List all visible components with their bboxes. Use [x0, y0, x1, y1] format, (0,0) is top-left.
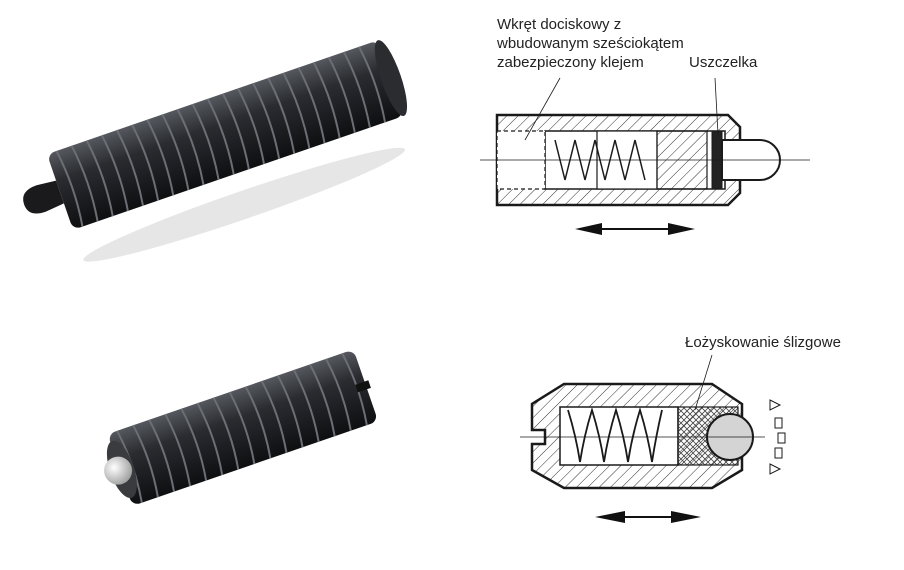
thread-rib [260, 380, 288, 454]
movement-arrow-bottom [595, 511, 701, 523]
photo-spring-plunger-top [23, 40, 408, 262]
thread-rib [132, 424, 159, 498]
thread-rib [191, 103, 220, 180]
thread-rib [252, 82, 281, 160]
thread-rib [55, 150, 84, 227]
section-drawing-top [480, 77, 810, 207]
thread-rib [297, 67, 326, 144]
thread-rib [180, 408, 208, 481]
thread-rib [206, 98, 235, 175]
label-sliding-bearing: Łożyskowanie ślizgowe [685, 334, 841, 351]
thread-rib [358, 46, 387, 123]
photo-ball-plunger-bottom [104, 351, 377, 504]
thread-rib [85, 140, 114, 217]
thread-rib [164, 413, 192, 487]
thread-rib [342, 51, 371, 128]
thread-rib [221, 93, 250, 170]
thread-rib [116, 129, 144, 206]
thread-rib [276, 374, 304, 448]
label-seal: Uszczelka [689, 54, 758, 71]
thread-rib [148, 419, 175, 492]
thread-rib [100, 134, 129, 212]
thread-rib [282, 72, 311, 149]
label-line: zabezpieczony klejem [497, 54, 644, 71]
thread-rib [267, 77, 296, 154]
thread-rib [161, 113, 190, 191]
label-set-screw: Wkręt dociskowy z wbudowanym sześciokąte… [497, 15, 684, 72]
thread-rib [325, 358, 352, 431]
thread-rib [293, 369, 320, 442]
label-line: wbudowanym sześciokątem [497, 35, 684, 52]
thread-rib [212, 397, 240, 470]
thread-rib [312, 61, 341, 139]
movement-arrow-top [575, 223, 695, 235]
thread-rib [146, 119, 175, 196]
thread-rib [70, 145, 99, 222]
thread-rib [327, 56, 356, 133]
thread-rib [244, 386, 272, 459]
thread-rib [228, 391, 256, 465]
thread-rib [309, 363, 336, 437]
label-line: Wkręt dociskowy z [497, 16, 622, 33]
thread-rib [196, 402, 224, 476]
thread-rib [237, 87, 266, 165]
thread-rib [176, 108, 205, 186]
thread-rib [131, 124, 160, 201]
section-drawing-bottom [520, 354, 786, 490]
